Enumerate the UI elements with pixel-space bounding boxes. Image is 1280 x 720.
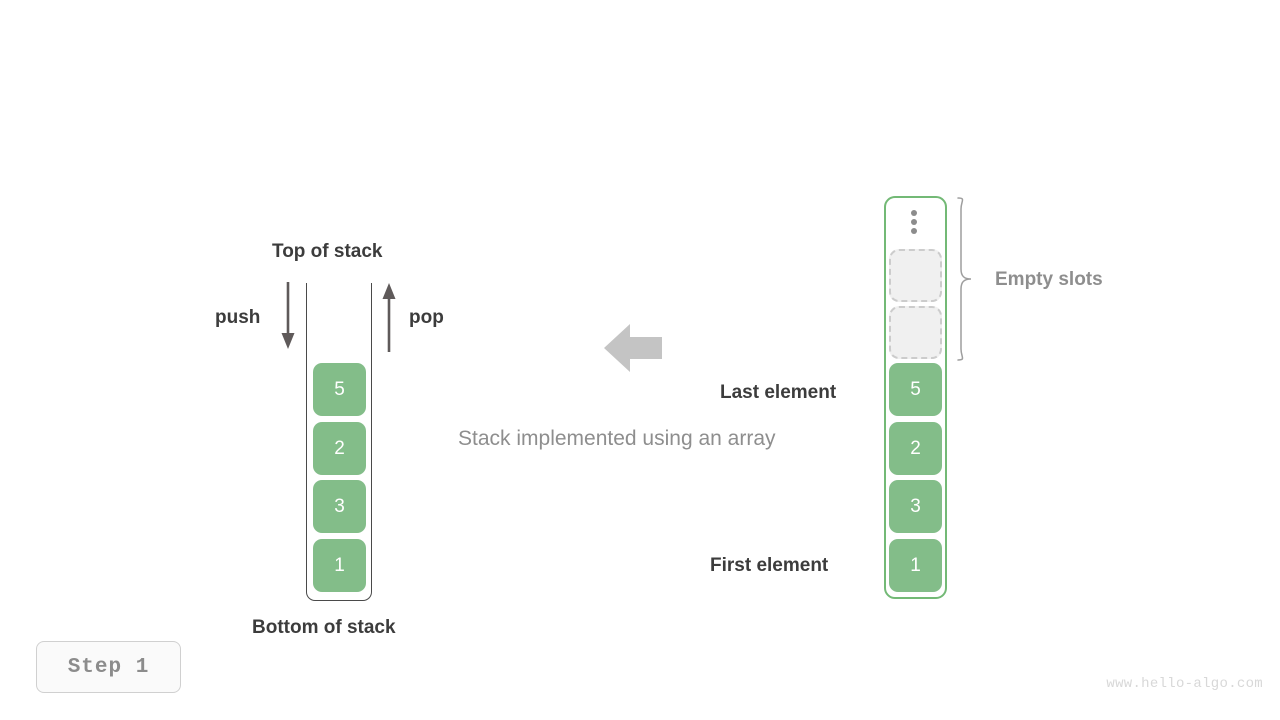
stack-bottom-label: Bottom of stack bbox=[252, 617, 396, 638]
array-cell: 1 bbox=[889, 539, 942, 592]
step-badge-label: Step 1 bbox=[67, 655, 150, 679]
empty-slots-label: Empty slots bbox=[995, 269, 1103, 290]
stack-cell-value: 5 bbox=[313, 363, 366, 416]
stack-top-label: Top of stack bbox=[272, 241, 383, 262]
stack-pop-label: pop bbox=[409, 307, 444, 328]
stack-cell: 2 bbox=[313, 422, 366, 475]
pop-arrow-icon bbox=[375, 281, 403, 353]
step-badge: Step 1 bbox=[36, 641, 181, 693]
array-cell: 3 bbox=[889, 480, 942, 533]
array-cell-value: 1 bbox=[889, 539, 942, 592]
ellipsis-dot bbox=[911, 228, 917, 234]
array-cell: 5 bbox=[889, 363, 942, 416]
array-cell-value: 3 bbox=[889, 480, 942, 533]
array-container bbox=[884, 196, 947, 599]
first-element-label: First element bbox=[710, 555, 829, 576]
stack-container bbox=[306, 283, 372, 601]
last-element-label: Last element bbox=[720, 382, 837, 403]
ellipsis-dot bbox=[911, 210, 917, 216]
array-cell-value: 5 bbox=[889, 363, 942, 416]
array-cell-value: 2 bbox=[889, 422, 942, 475]
vertical-ellipsis-icon bbox=[911, 210, 917, 234]
stack-cell: 5 bbox=[313, 363, 366, 416]
push-arrow-icon bbox=[274, 281, 302, 351]
left-pointing-block-arrow-icon bbox=[602, 322, 664, 374]
stack-cell: 3 bbox=[313, 480, 366, 533]
array-empty-slot bbox=[889, 249, 942, 302]
diagram-caption: Stack implemented using an array bbox=[458, 427, 776, 450]
array-empty-slot bbox=[889, 306, 942, 359]
watermark: www.hello-algo.com bbox=[1106, 676, 1263, 692]
stack-cell-value: 3 bbox=[313, 480, 366, 533]
stack-push-label: push bbox=[215, 307, 261, 328]
stack-cell-value: 2 bbox=[313, 422, 366, 475]
array-cell: 2 bbox=[889, 422, 942, 475]
ellipsis-dot bbox=[911, 219, 917, 225]
stack-cell-value: 1 bbox=[313, 539, 366, 592]
empty-slots-brace-icon bbox=[954, 195, 976, 363]
stack-cell: 1 bbox=[313, 539, 366, 592]
